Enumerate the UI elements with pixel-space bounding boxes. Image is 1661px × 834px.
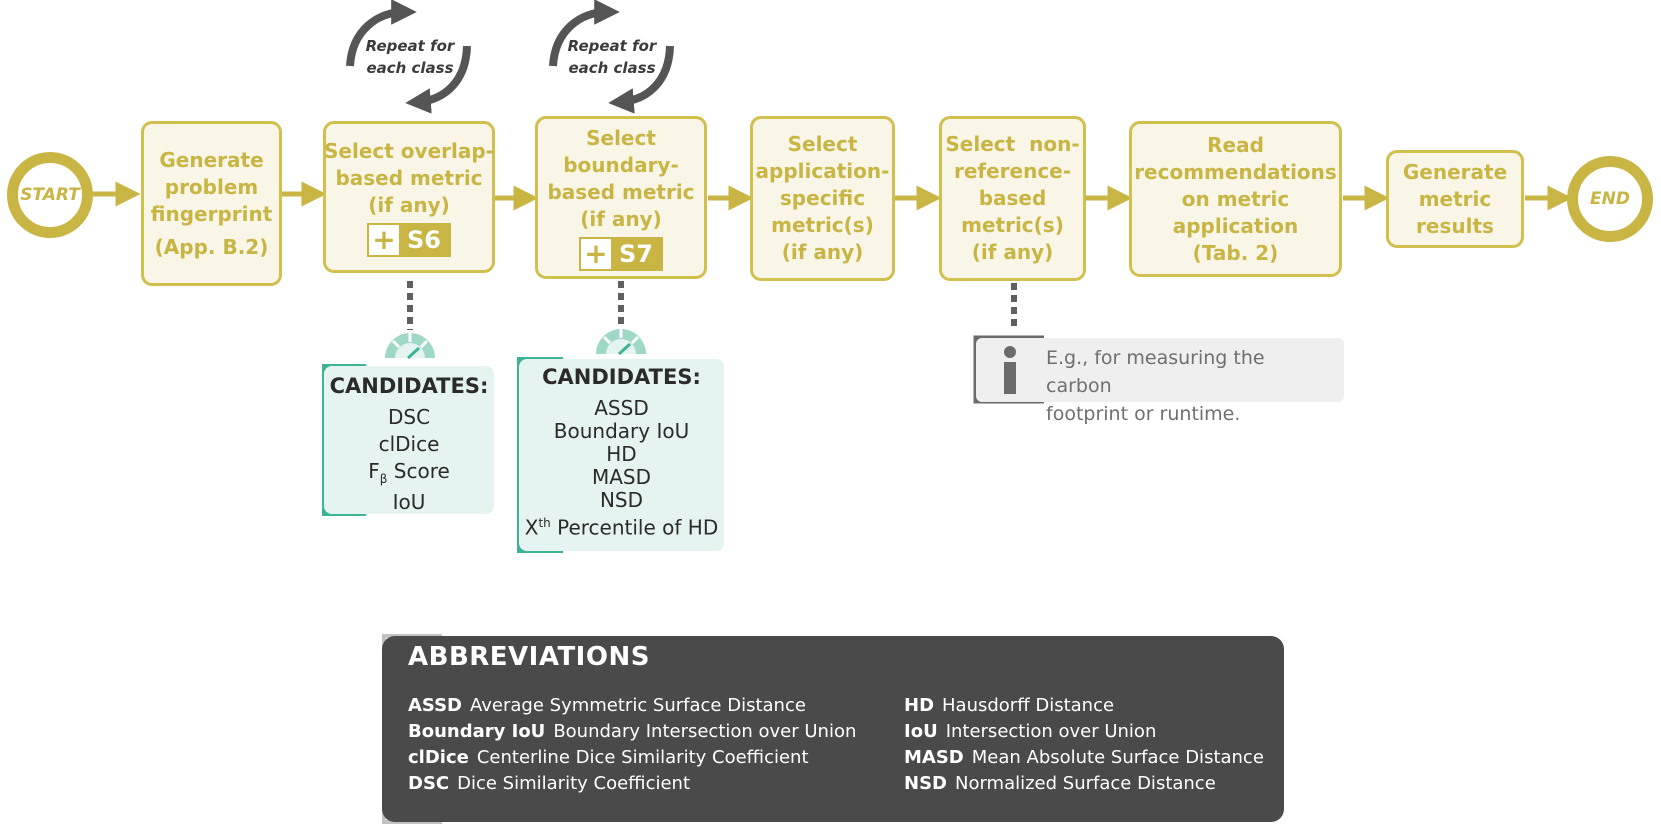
- step-select-overlap-metric: Select overlap- based metric (if any) + …: [323, 121, 495, 273]
- end-label: END: [1590, 189, 1630, 209]
- candidate-item: clDice: [378, 432, 440, 456]
- info-note: E.g., for measuring the carbon footprint…: [976, 338, 1344, 425]
- end-node: END: [1567, 156, 1653, 242]
- step-select-non-reference-metric: Select non- reference- based metric(s) (…: [939, 116, 1086, 281]
- gauge-icon: [596, 329, 646, 356]
- step-generate-results: Generate metric results: [1386, 150, 1524, 248]
- candidate-item: Xth Percentile of HD: [524, 515, 719, 540]
- flow-arrows: [91, 181, 1573, 211]
- candidate-item: DSC: [387, 405, 431, 429]
- candidate-item: ASSD: [594, 396, 649, 420]
- dotted-connectors: [407, 281, 1017, 330]
- abbreviations-title: ABBREVIATIONS: [408, 642, 650, 672]
- step-select-boundary-metric: Select boundary- based metric (if any) +…: [535, 116, 707, 279]
- candidate-item: Fβ Score: [368, 459, 450, 487]
- plus-icon: +: [369, 224, 399, 255]
- candidates-title: CANDIDATES:: [329, 374, 489, 398]
- plus-icon: +: [581, 238, 611, 269]
- candidate-item: MASD: [591, 465, 652, 489]
- step-generate-fingerprint: Generate problem fingerprint (App. B.2): [141, 121, 282, 286]
- candidates-boundary: CANDIDATES: ASSD Boundary IoU HD MASD NS…: [519, 359, 724, 551]
- step-select-application-metric: Select application- specific metric(s) (…: [750, 116, 895, 281]
- candidate-item: Boundary IoU: [553, 419, 690, 443]
- info-icon: [1004, 346, 1016, 394]
- supplement-badge-s7: + S7: [579, 236, 663, 271]
- gauge-icon: [385, 333, 435, 360]
- start-label: START: [20, 185, 80, 205]
- candidates-overlap: CANDIDATES: DSC clDice Fβ Score IoU: [324, 366, 494, 514]
- candidate-item: HD: [606, 442, 637, 466]
- repeat-arrow-icon: [346, 0, 471, 114]
- supplement-badge-s6: + S6: [367, 222, 451, 257]
- step-read-recommendations: Read recommendations on metric applicati…: [1129, 121, 1342, 277]
- candidate-item: NSD: [599, 488, 644, 512]
- start-node: START: [7, 152, 93, 238]
- repeat-arrow-icon: [549, 0, 674, 114]
- candidate-item: IoU: [392, 490, 426, 514]
- candidates-title: CANDIDATES:: [542, 365, 701, 389]
